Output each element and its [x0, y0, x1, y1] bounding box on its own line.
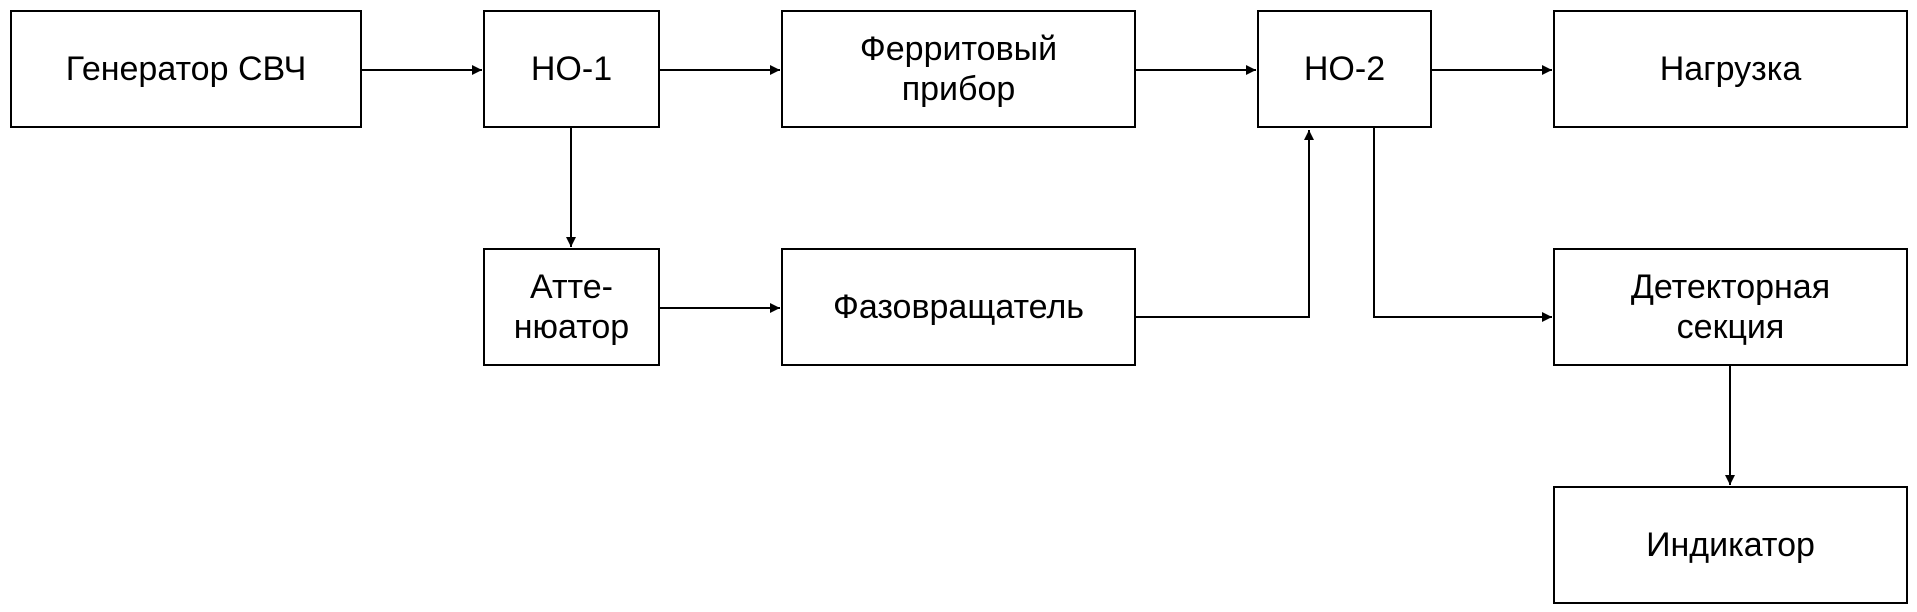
coupler2-label: НО-2 [1303, 50, 1386, 88]
detector-label-line1: Детекторная [1630, 268, 1831, 306]
ferrite-block: Ферритовый прибор [781, 10, 1136, 128]
attenuator-label-line1: Атте- [530, 268, 613, 306]
ferrite-label-line2: прибор [901, 70, 1016, 108]
coupler1-block: НО-1 [483, 10, 660, 128]
attenuator-label-line2: нюатор [513, 308, 630, 346]
generator-block: Генератор СВЧ [10, 10, 362, 128]
detector-label-line2: секция [1676, 308, 1785, 346]
arrow-coupler2-to-detector [1373, 128, 1552, 322]
load-label: Нагрузка [1659, 50, 1802, 88]
phase-shifter-label: Фазовращатель [832, 288, 1085, 326]
indicator-label: Индикатор [1646, 526, 1815, 564]
coupler1-label: НО-1 [530, 50, 613, 88]
coupler2-block: НО-2 [1257, 10, 1432, 128]
generator-label: Генератор СВЧ [65, 50, 307, 88]
detector-block: Детекторная секция [1553, 248, 1908, 366]
attenuator-block: Атте- нюатор [483, 248, 660, 366]
ferrite-label-line1: Ферритовый [859, 30, 1058, 68]
load-block: Нагрузка [1553, 10, 1908, 128]
indicator-block: Индикатор [1553, 486, 1908, 604]
phase-shifter-block: Фазовращатель [781, 248, 1136, 366]
arrow-phase-shifter-to-coupler2 [1136, 130, 1314, 318]
